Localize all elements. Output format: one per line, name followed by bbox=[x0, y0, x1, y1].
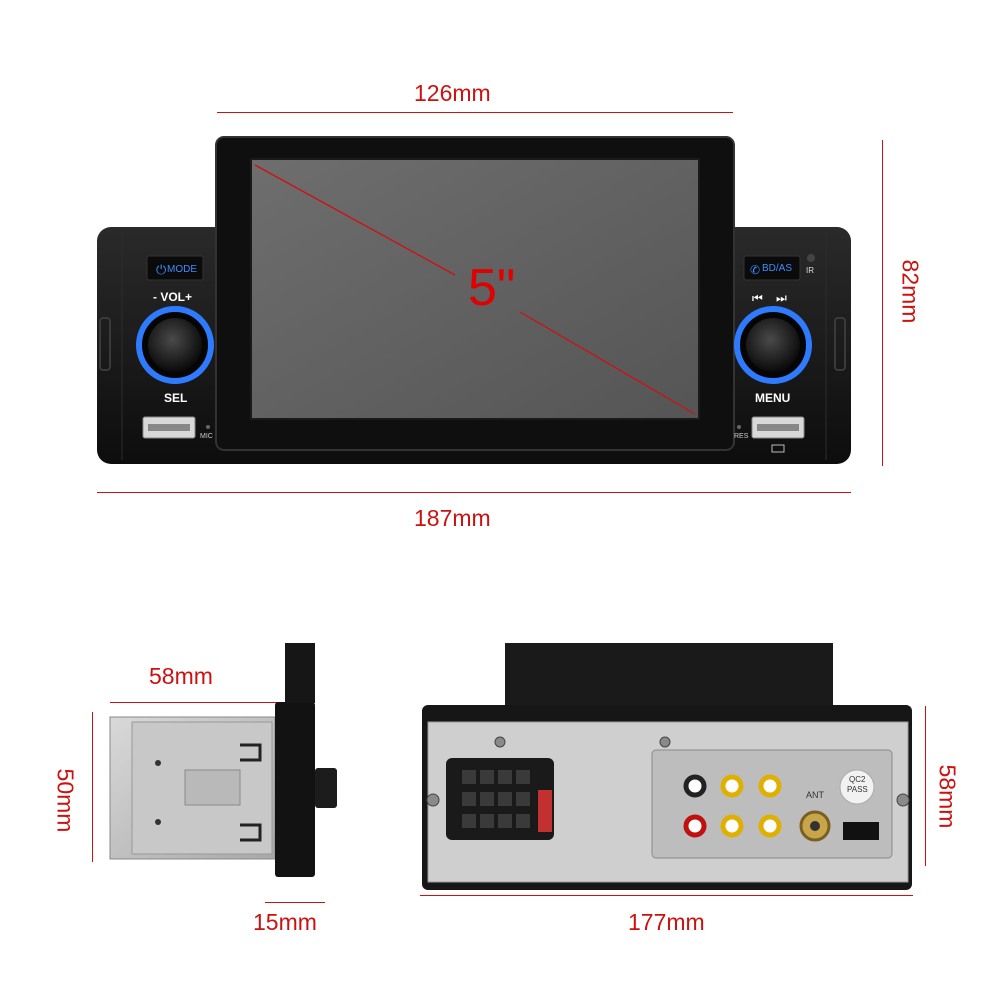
dim-label-15: 15mm bbox=[253, 909, 317, 935]
qc-label-line2: PASS bbox=[847, 785, 868, 794]
screw-top-right-icon bbox=[659, 736, 671, 748]
back-unit bbox=[422, 643, 912, 890]
black-label bbox=[843, 822, 879, 840]
dim-line-15 bbox=[265, 902, 325, 903]
mode-button[interactable] bbox=[146, 255, 204, 281]
res-label: RES bbox=[734, 433, 749, 440]
mic-hole bbox=[206, 425, 210, 429]
next-icon[interactable]: ⏭ bbox=[776, 291, 787, 305]
menu-knob[interactable] bbox=[746, 318, 800, 372]
dim-label-126: 126mm bbox=[414, 80, 491, 106]
rca-jacks-icon bbox=[683, 774, 782, 838]
dim-label-187: 187mm bbox=[414, 505, 491, 531]
prev-icon[interactable]: ⏮ bbox=[752, 291, 763, 305]
ir-sensor bbox=[807, 254, 815, 262]
volume-knob[interactable] bbox=[148, 318, 202, 372]
screw-left-icon bbox=[426, 793, 440, 807]
mode-label: MODE bbox=[167, 264, 197, 275]
fuse bbox=[538, 790, 552, 832]
side-knob bbox=[315, 768, 337, 808]
dim-label-177: 177mm bbox=[628, 909, 705, 935]
screw-top-icon bbox=[494, 736, 506, 748]
screen-diagonal bbox=[254, 164, 456, 276]
front-unit: ⏻ ✆ ⏮ ⏭ bbox=[97, 136, 851, 464]
bdas-label: BD/AS bbox=[762, 263, 793, 274]
screen-size-label: 5" bbox=[468, 259, 516, 317]
battery-icon bbox=[771, 444, 785, 453]
dim-line-187 bbox=[97, 492, 851, 493]
side-faceplate bbox=[275, 702, 315, 877]
screen bbox=[250, 158, 700, 420]
menu-label: MENU bbox=[755, 391, 791, 405]
back-top-flap bbox=[505, 643, 833, 713]
screw-right-icon bbox=[896, 793, 910, 807]
dim-line-82 bbox=[882, 140, 883, 466]
ant-label: ANT bbox=[806, 790, 824, 800]
rca-panel bbox=[651, 749, 893, 859]
res-hole bbox=[737, 425, 741, 429]
power-icon: ⏻ bbox=[156, 262, 166, 277]
dim-line-126 bbox=[217, 112, 733, 113]
ir-label: IR bbox=[806, 266, 814, 275]
qc-label-line1: QC2 bbox=[849, 775, 866, 784]
dim-line-50 bbox=[92, 712, 93, 862]
right-slot-icon bbox=[834, 317, 846, 371]
mic-label: MIC bbox=[200, 433, 213, 440]
sel-label: SEL bbox=[164, 391, 188, 405]
dim-line-177 bbox=[420, 895, 913, 896]
dim-line-58-back bbox=[925, 706, 926, 866]
vol-label: - VOL+ bbox=[153, 290, 193, 304]
dim-line-58-side bbox=[110, 702, 284, 703]
left-slot-icon bbox=[99, 317, 111, 371]
phone-icon: ✆ bbox=[750, 263, 760, 277]
dim-label-58-side: 58mm bbox=[149, 663, 213, 689]
qc-sticker bbox=[839, 769, 875, 805]
side-unit bbox=[109, 643, 337, 877]
bdas-button[interactable] bbox=[743, 255, 801, 281]
